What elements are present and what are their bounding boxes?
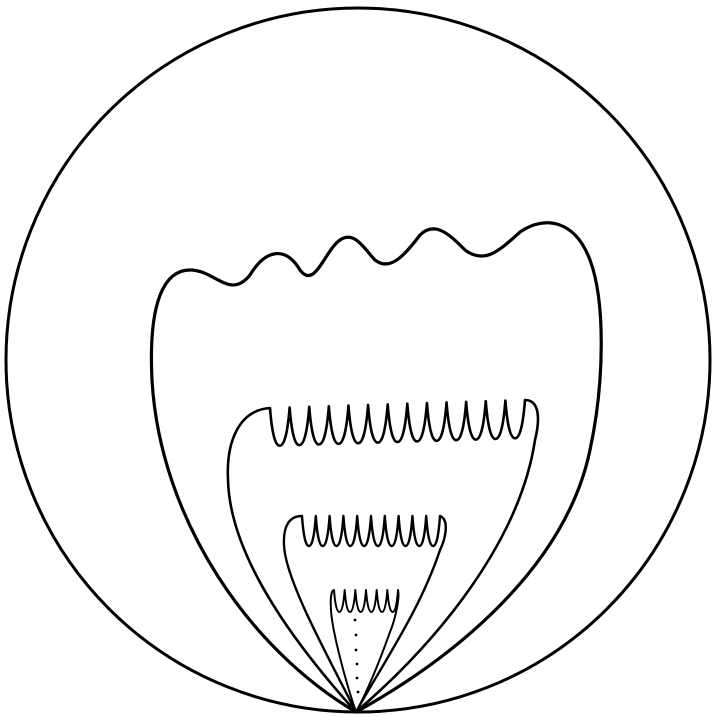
stem-dot: [355, 649, 358, 652]
stem-dot: [357, 691, 360, 694]
stem-dot: [356, 677, 359, 680]
stem-dot: [356, 663, 359, 666]
stem-dot: [354, 619, 357, 622]
stem-dot: [355, 634, 358, 637]
